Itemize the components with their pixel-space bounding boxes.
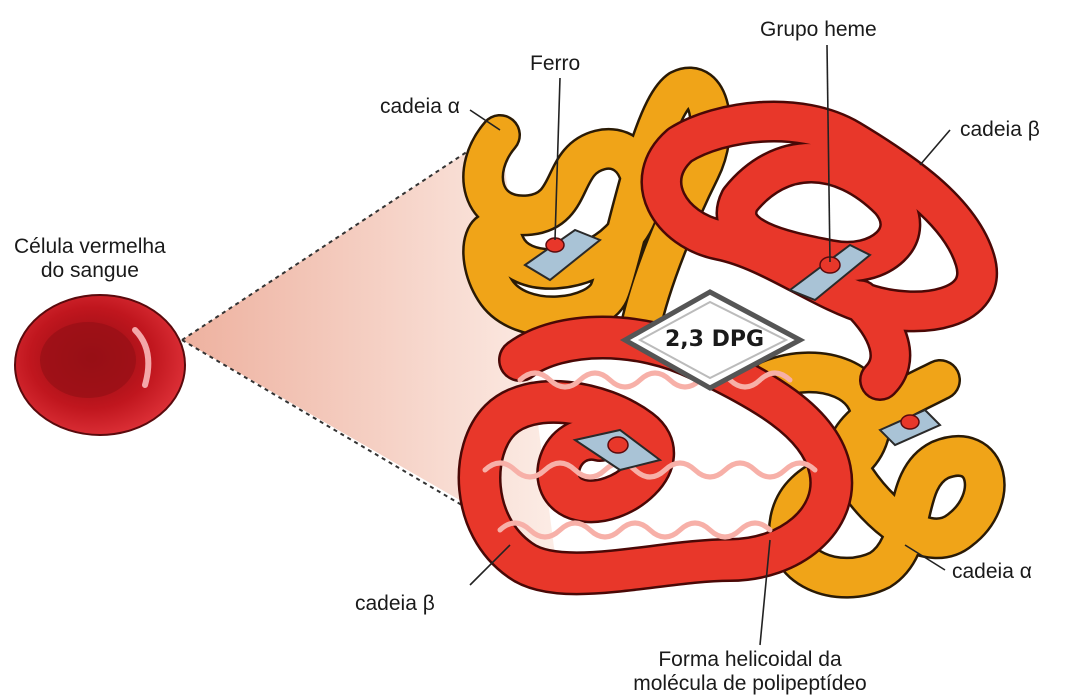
label-dpg: 2,3 DPG: [665, 327, 764, 352]
label-alpha-chain-top: cadeia α: [380, 95, 460, 119]
label-beta-chain-bottom: cadeia β: [355, 592, 435, 616]
label-beta-chain-top: cadeia β: [960, 118, 1040, 142]
leader-beta-top: [920, 130, 950, 165]
label-red-blood-cell-line2: do sangue: [14, 259, 166, 283]
label-helix-line1: Forma helicoidal da: [600, 648, 900, 672]
red-blood-cell: [15, 295, 185, 435]
label-red-blood-cell: Célula vermelha do sangue: [14, 235, 166, 283]
label-helix-line2: molécula de polipeptídeo: [600, 672, 900, 696]
label-iron: Ferro: [530, 52, 580, 76]
label-helix: Forma helicoidal da molécula de polipept…: [600, 648, 900, 696]
label-red-blood-cell-line1: Célula vermelha: [14, 235, 166, 259]
label-alpha-chain-bottom: cadeia α: [952, 560, 1032, 584]
label-heme-group: Grupo heme: [760, 18, 877, 42]
